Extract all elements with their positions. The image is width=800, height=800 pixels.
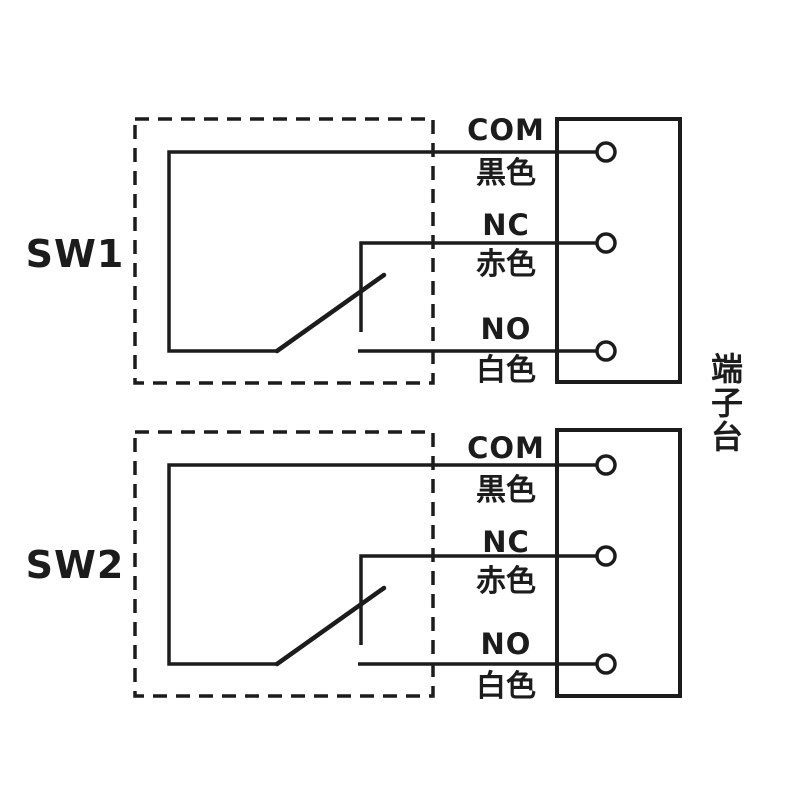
sw2-com-wire [167,463,597,666]
sw2-switch-lever [274,585,387,667]
terminal-block-upper [555,117,682,384]
terminal-circle-sw1-nc [595,232,617,254]
sw2-com-signal-label: COM [467,431,545,465]
sw2-com-color-label: 黒色 [476,473,536,508]
sw1-com-signal-label: COM [467,113,545,147]
sw1-com-wire [167,150,597,353]
sw2-nc-signal-label: NC [482,525,530,559]
sw1-label: SW1 [25,232,125,276]
terminal-block-label: 端子台 [706,352,744,454]
sw1-nc-color-label: 赤色 [476,247,536,282]
terminal-circle-sw2-com [595,454,617,476]
sw1-dashed-enclosure [133,117,435,385]
sw2-no-signal-label: NO [480,627,532,661]
terminal-circle-sw1-no [595,340,617,362]
sw1-switch-lever [274,272,387,354]
sw1-no-color-label: 白色 [476,353,536,388]
terminal-circle-sw2-no [595,653,617,675]
sw1-com-color-label: 黒色 [476,156,536,191]
sw2-nc-wire [359,554,597,645]
terminal-circle-sw1-com [595,141,617,163]
sw1-nc-wire [359,241,597,332]
sw2-no-color-label: 白色 [476,669,536,704]
sw2-dashed-enclosure [133,430,435,698]
sw1-nc-signal-label: NC [482,208,530,242]
terminal-block-lower [555,428,682,698]
terminal-circle-sw2-nc [595,545,617,567]
sw2-nc-color-label: 赤色 [476,564,536,599]
sw2-label: SW2 [25,543,125,587]
sw1-no-signal-label: NO [480,312,532,346]
